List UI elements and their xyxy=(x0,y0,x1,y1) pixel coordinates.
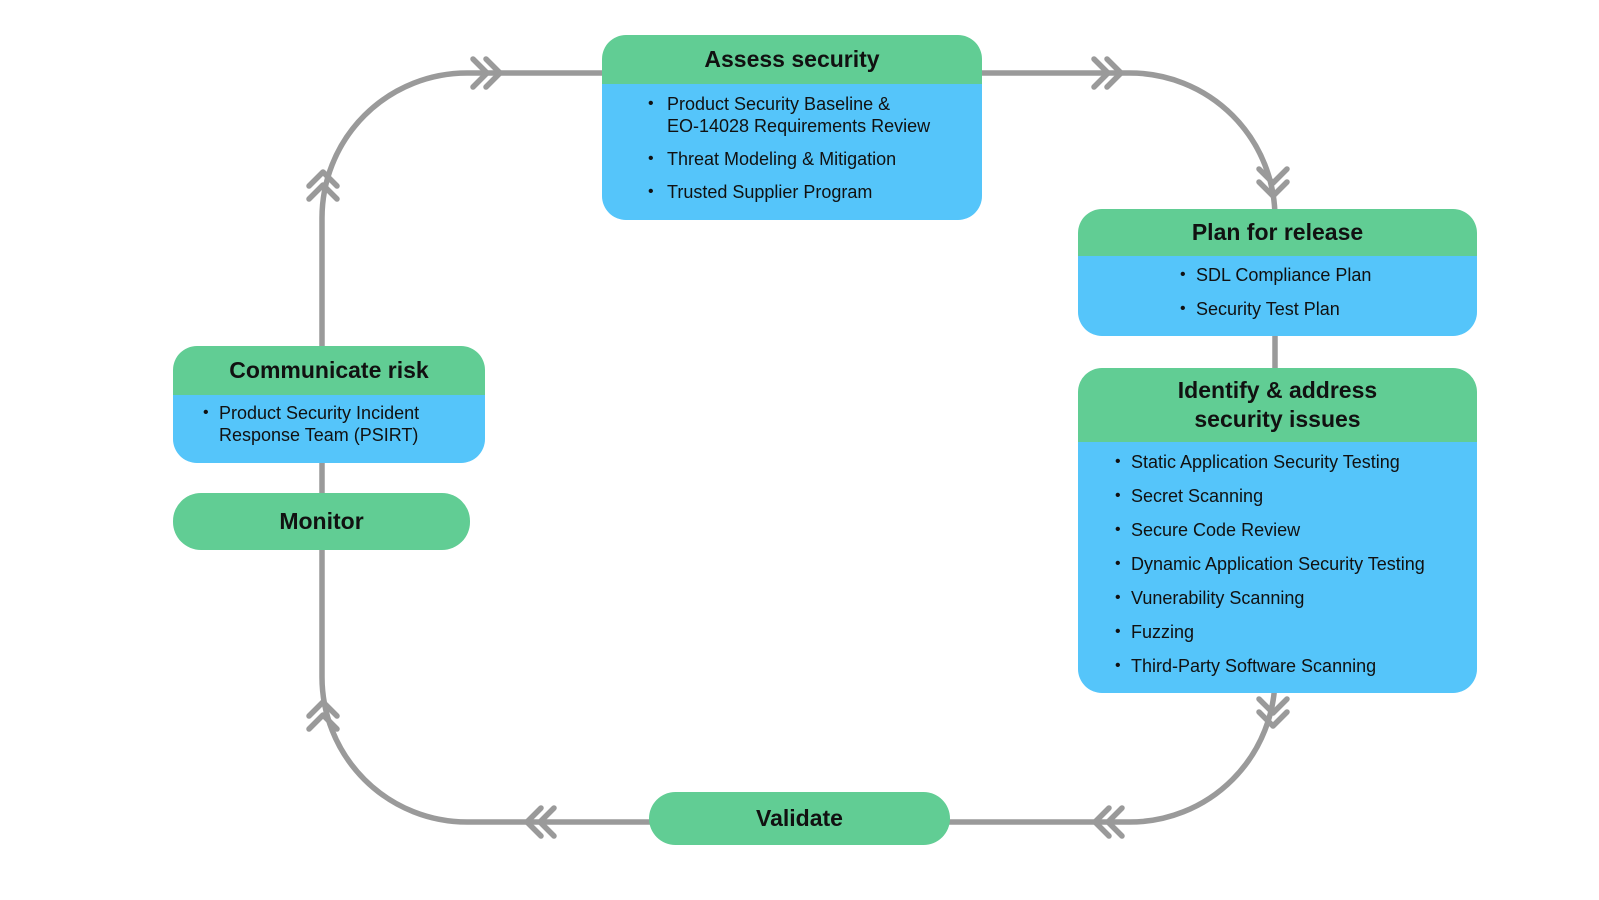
bullet-item: Threat Modeling & Mitigation xyxy=(648,149,968,171)
node-communicate-risk: Communicate risk Product Security Incide… xyxy=(173,346,485,463)
bullet-item: Product Security Incident Response Team … xyxy=(203,403,473,447)
bullet-item: Dynamic Application Security Testing xyxy=(1115,554,1467,576)
node-bullet-list: Product Security Baseline & EO-14028 Req… xyxy=(602,83,982,220)
node-assess-security: Assess security Product Security Baselin… xyxy=(602,35,982,220)
bullet-item: Fuzzing xyxy=(1115,622,1467,644)
node-bullet-list: SDL Compliance PlanSecurity Test Plan xyxy=(1078,255,1477,336)
bullet-item: Product Security Baseline & EO-14028 Req… xyxy=(648,94,968,138)
node-title: Monitor xyxy=(279,508,364,534)
node-title: Identify & address security issues xyxy=(1078,368,1477,442)
bullet-item: SDL Compliance Plan xyxy=(1180,265,1465,287)
bullet-item: Secret Scanning xyxy=(1115,486,1467,508)
bullet-item: Secure Code Review xyxy=(1115,520,1467,542)
node-title: Communicate risk xyxy=(173,346,485,395)
bullet-item: Third-Party Software Scanning xyxy=(1115,656,1467,678)
node-title: Validate xyxy=(756,805,843,831)
bullet-item: Vunerability Scanning xyxy=(1115,588,1467,610)
node-title: Plan for release xyxy=(1078,209,1477,256)
node-title: Assess security xyxy=(602,35,982,84)
loop-path xyxy=(319,70,1278,825)
node-monitor: Monitor xyxy=(173,493,470,550)
node-validate: Validate xyxy=(649,792,950,845)
bullet-item: Security Test Plan xyxy=(1180,299,1465,321)
bullet-item: Static Application Security Testing xyxy=(1115,452,1467,474)
bullet-item: Trusted Supplier Program xyxy=(648,182,968,204)
node-bullet-list: Static Application Security TestingSecre… xyxy=(1078,441,1477,693)
node-identify-address-security-issues: Identify & address security issues Stati… xyxy=(1078,368,1477,693)
node-plan-for-release: Plan for release SDL Compliance PlanSecu… xyxy=(1078,209,1477,336)
node-bullet-list: Product Security Incident Response Team … xyxy=(173,394,485,463)
